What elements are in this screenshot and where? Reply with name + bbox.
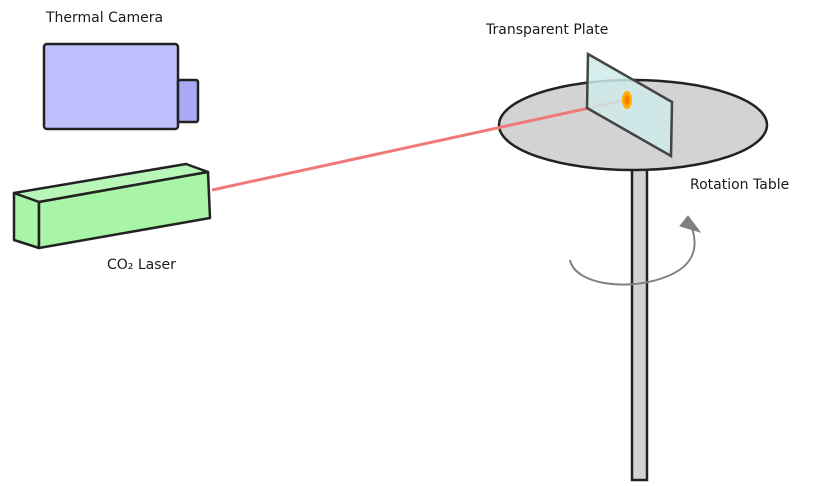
rotation-shaft	[630, 166, 649, 482]
transparent-plate-label: Transparent Plate	[486, 22, 609, 38]
co2-laser-body	[12, 162, 212, 250]
thermal-camera-lens	[176, 78, 200, 124]
thermal-camera-label: Thermal Camera	[46, 10, 164, 26]
laser-hot-spot-inner	[624, 95, 630, 105]
laser-front-face	[12, 191, 41, 250]
laser-side-face	[37, 170, 212, 250]
rotation-arrowhead	[679, 215, 702, 233]
rotation-table-label: Rotation Table	[690, 177, 790, 193]
co2-laser-label: CO₂ Laser	[107, 257, 176, 273]
laser-beam	[211, 98, 627, 192]
curved-rotation-arrow-icon	[569, 227, 696, 286]
thermal-camera-body	[42, 42, 180, 131]
